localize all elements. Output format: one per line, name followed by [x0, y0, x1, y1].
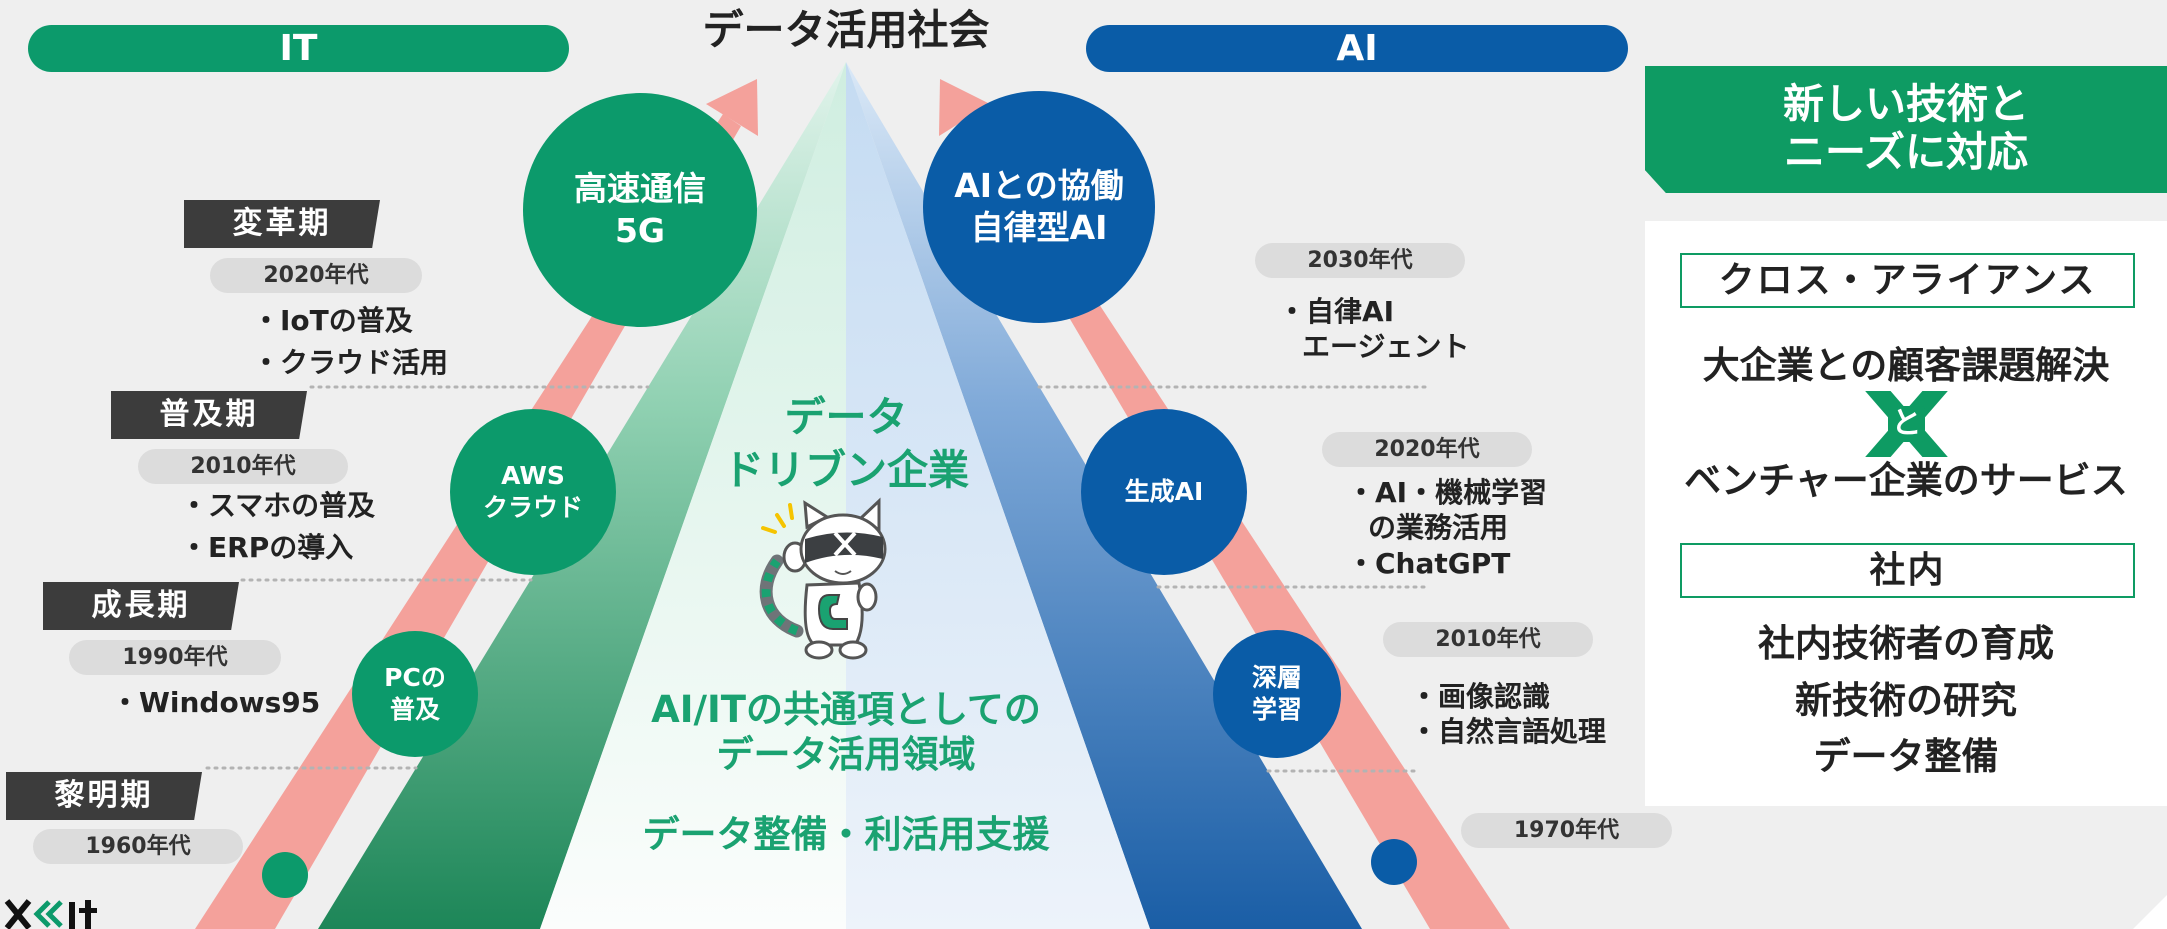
page-corner — [2133, 895, 2167, 929]
it-milestone-5g: 高速通信 5G — [523, 93, 757, 327]
banner-text: ニーズに対応 — [1784, 128, 2028, 176]
internal-item: 社内技術者の育成 — [1758, 622, 2054, 665]
period-item: エージェント — [1302, 330, 1470, 363]
connector-text: と — [1891, 406, 1922, 441]
strategy-banner: 新しい技術と ニーズに対応 — [1645, 66, 2167, 193]
decade-badge: 1960年代 — [33, 829, 243, 864]
circle-label: 普及 — [389, 695, 440, 724]
circle-label: AWS — [501, 461, 565, 490]
circle-label: 深層 — [1251, 663, 1302, 692]
decade-badge: 2020年代 — [210, 258, 422, 293]
it-header: IT — [28, 25, 569, 72]
circle-label: 生成AI — [1124, 477, 1204, 506]
internal-item: データ整備 — [1813, 735, 1999, 778]
strategy-panel: クロス・アライアンス 大企業との顧客課題解決 と ベンチャー企業のサービス 社内… — [1645, 221, 2167, 806]
era-item: ・Windows95 — [111, 686, 321, 719]
era-item: ・ERPの導入 — [180, 531, 354, 564]
decade-badge: 1970年代 — [1461, 813, 1672, 848]
shared-area-left — [540, 62, 846, 929]
era-item: ・スマホの普及 — [180, 489, 376, 522]
internal-heading: 社内 — [1680, 543, 2135, 598]
decade-badge: 2020年代 — [1322, 432, 1532, 467]
internal-item: 新技術の研究 — [1795, 679, 2017, 722]
company-logo — [3, 898, 117, 929]
alliance-line: ベンチャー企業のサービス — [1684, 459, 2128, 502]
period-item: ・画像認識 — [1410, 680, 1551, 713]
it-milestone-cloud: AWS クラウド — [450, 409, 616, 575]
ai-milestone-generative: 生成AI — [1081, 409, 1247, 575]
period-item: の業務活用 — [1368, 511, 1509, 544]
era-item: ・IoTの普及 — [252, 304, 413, 337]
period-item: ・自律AI — [1278, 295, 1395, 328]
ai-milestone-autonomous: AIとの協働 自律型AI — [923, 91, 1155, 323]
era-label: 成長期 — [43, 582, 239, 630]
support-caption: データ整備・利活用支援 — [642, 813, 1050, 856]
ai-header: AI — [1086, 25, 1628, 72]
shared-domain-caption: データ活用領域 — [716, 733, 976, 776]
era-label: 普及期 — [111, 391, 307, 439]
period-item: ・AI・機械学習 — [1347, 476, 1548, 509]
alliance-heading: クロス・アライアンス — [1680, 253, 2135, 308]
alliance-line: 大企業との顧客課題解決 — [1702, 344, 2110, 387]
era-label: 黎明期 — [6, 772, 202, 820]
circle-label: 5G — [614, 211, 666, 250]
center-heading: ドリブン企業 — [723, 446, 969, 494]
it-milestone-pc: PCの 普及 — [352, 631, 478, 757]
period-item: ・自然言語処理 — [1410, 715, 1607, 748]
decade-badge: 2010年代 — [1383, 622, 1593, 657]
shared-domain-caption: AI/ITの共通項としての — [651, 688, 1041, 731]
decade-badge: 1990年代 — [69, 640, 281, 675]
it-origin-dot — [262, 852, 308, 898]
circle-label: 高速通信 — [574, 169, 706, 208]
circle-label: 学習 — [1251, 695, 1302, 724]
circle-label: AIとの協働 — [954, 166, 1124, 205]
ai-origin-dot — [1371, 839, 1417, 885]
circle-label: 自律型AI — [970, 208, 1108, 247]
decade-badge: 2010年代 — [138, 449, 348, 484]
mascot-cat-icon — [753, 497, 898, 662]
era-item: ・クラウド活用 — [252, 346, 449, 379]
shared-area-right — [846, 62, 1150, 929]
banner-text: 新しい技術と — [1783, 80, 2029, 128]
center-heading: データ — [784, 393, 908, 441]
circle-label: クラウド — [482, 493, 583, 522]
page-title: データ活用社会 — [702, 6, 990, 54]
era-label: 変革期 — [184, 200, 380, 248]
period-item: ・ChatGPT — [1347, 547, 1511, 580]
ai-milestone-deep-learning: 深層 学習 — [1213, 630, 1341, 758]
circle-label: PCの — [384, 663, 446, 692]
cross-x-mark-icon: と — [1855, 388, 1958, 460]
decade-badge: 2030年代 — [1255, 243, 1465, 278]
